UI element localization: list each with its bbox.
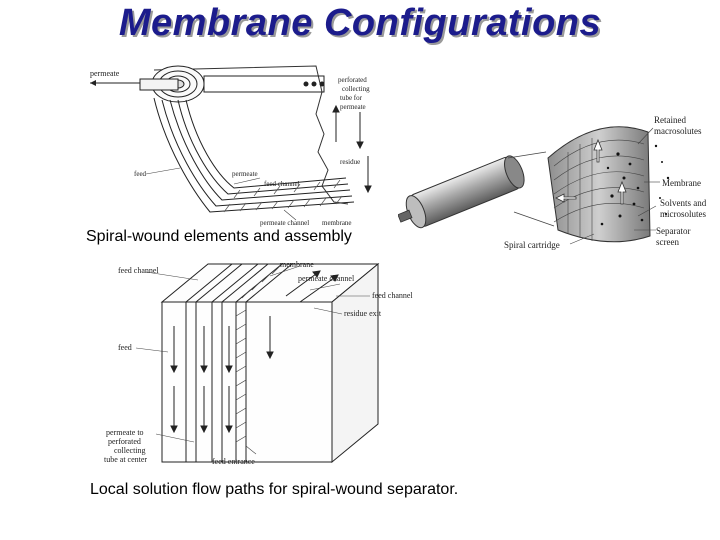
label-permeate: permeate: [90, 69, 120, 78]
label-microsolutes: microsolutes: [660, 209, 706, 219]
label-separator: Separator: [656, 226, 690, 236]
label-permeate-lower: permeate: [232, 170, 258, 178]
label-residue-exit: residue exit: [344, 309, 382, 318]
label-permeate-to: permeate to: [106, 428, 144, 437]
label-feed: feed: [134, 170, 147, 178]
label-feed-channel-right: feed channel: [372, 291, 413, 300]
label-perforated: perforated: [338, 76, 367, 84]
label-macrosolutes: macrosolutes: [654, 126, 702, 136]
label-screen: screen: [656, 237, 679, 247]
flow-paths-drawing: feed channel membrane permeate channel f…: [104, 260, 413, 466]
label-spiral-cartridge: Spiral cartridge: [504, 240, 560, 250]
label-membrane-flow: membrane: [280, 260, 314, 269]
spiral-wound-drawing: permeate perforated collecting tube for …: [90, 65, 372, 227]
flow-paths-figure: feed channel membrane permeate channel f…: [100, 256, 440, 474]
label-retained: Retained: [654, 115, 686, 125]
spiral-cartridge-drawing: Retained macrosolutes Membrane Solvents …: [397, 115, 707, 250]
label-tube-for: tube for: [340, 94, 363, 102]
label-tube-at-center: tube at center: [104, 455, 147, 464]
spiral-cartridge-figure: Retained macrosolutes Membrane Solvents …: [397, 106, 720, 258]
flow-paths-caption: Local solution flow paths for spiral-wou…: [90, 481, 459, 498]
slide-title: Membrane Configurations: [118, 2, 602, 44]
label-solvents-and: Solvents and: [660, 198, 707, 208]
label-feed-channel-top: feed channel: [118, 266, 159, 275]
label-collecting-flow: collecting: [114, 446, 146, 455]
label-feed-entrance: feed entrance: [212, 457, 255, 466]
spiral-wound-element-figure: permeate perforated collecting tube for …: [84, 52, 390, 228]
label-permeate-channel-flow: permeate channel: [298, 274, 355, 283]
label-feed-channel: feed channel: [264, 180, 300, 188]
label-membrane-cartridge: Membrane: [662, 178, 701, 188]
label-permeate-tube: permeate: [340, 103, 366, 111]
spiral-wound-caption: Spiral-wound elements and assembly: [86, 228, 352, 245]
label-membrane: membrane: [322, 219, 352, 227]
label-residue: residue: [340, 158, 360, 166]
label-collecting: collecting: [342, 85, 370, 93]
label-feed-flow: feed: [118, 343, 132, 352]
label-permeate-channel: permeate channel: [260, 219, 309, 227]
label-perforated-flow: perforated: [108, 437, 141, 446]
